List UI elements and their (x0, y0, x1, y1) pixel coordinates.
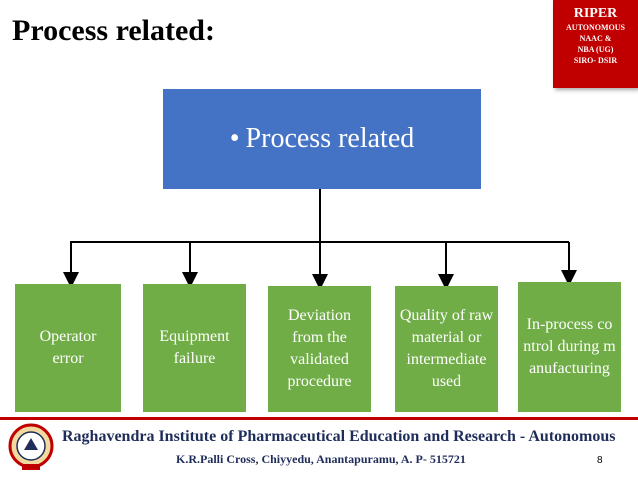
child-node-in-process-control: In-process control during manufacturing (518, 282, 621, 412)
institute-name: Raghavendra Institute of Pharmaceutical … (62, 428, 616, 445)
institute-logo (8, 423, 54, 470)
riper-badge: RIPER AUTONOMOUS NAAC & NBA (UG) SIRO- D… (553, 0, 638, 88)
child-node-deviation: Deviation from the validated procedure (268, 286, 371, 412)
child-node-label: Operator error (39, 328, 97, 367)
root-node-process-related: • Process related (163, 89, 481, 189)
child-node-label: Deviation from the validated procedure (287, 307, 352, 390)
slide-title: Process related: (12, 14, 215, 47)
badge-title: RIPER (573, 6, 618, 21)
footer-divider (0, 417, 638, 420)
institute-address: K.R.Palli Cross, Chiyyedu, Anantapuramu,… (176, 452, 466, 466)
child-node-label: Equipment failure (159, 328, 230, 367)
child-node-label: In-process control during manufacturing (523, 316, 616, 377)
child-node-operator-error: Operator error (15, 284, 121, 412)
badge-line-siro: SIRO- DSIR (573, 56, 618, 65)
bullet-glyph: • (229, 123, 240, 154)
child-node-quality: Quality of raw material or intermediate … (395, 286, 498, 412)
badge-line-autonomous: AUTONOMOUS (566, 23, 625, 32)
root-node-label: Process related (245, 123, 415, 154)
badge-line-naac: NAAC & (579, 34, 612, 43)
child-node-equipment-failure: Equipment failure (143, 284, 246, 412)
badge-line-nba: NBA (UG) (577, 45, 614, 54)
page-number: 8 (597, 455, 603, 466)
child-node-label: Quality of raw material or intermediate … (399, 307, 494, 390)
